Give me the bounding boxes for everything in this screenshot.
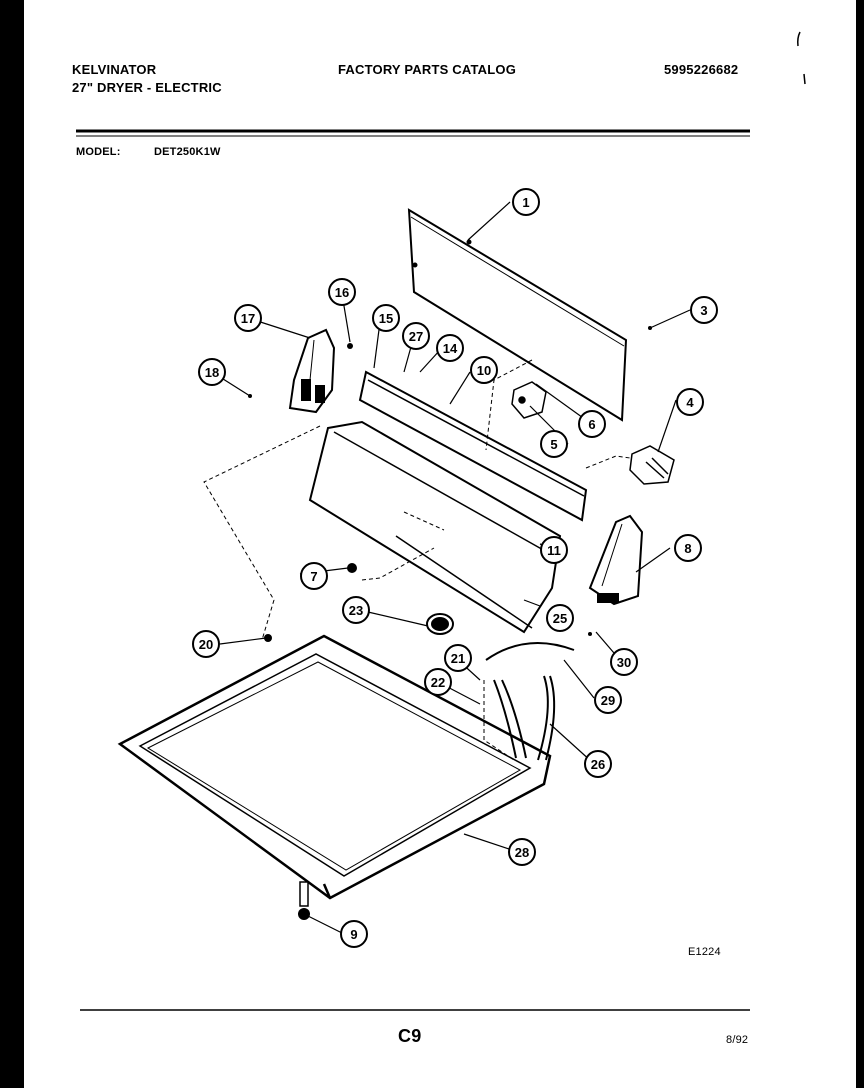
model-label: MODEL:	[76, 146, 121, 158]
control-console	[308, 420, 562, 634]
page-code: C9	[398, 1026, 422, 1046]
control-knob	[426, 613, 454, 635]
product-name: 27" DRYER - ELECTRIC	[72, 80, 222, 95]
terminal-block	[629, 445, 675, 485]
callout-15: 15	[379, 311, 393, 326]
hardware-fasteners	[248, 326, 652, 920]
callout-30: 30	[617, 655, 631, 670]
callout-16: 16	[335, 285, 349, 300]
date-code: 8/92	[726, 1034, 749, 1046]
model-value: DET250K1W	[154, 146, 221, 158]
top-panel	[117, 634, 552, 900]
callout-18: 18	[205, 365, 219, 380]
callout-25: 25	[553, 611, 567, 626]
callout-23: 23	[349, 603, 363, 618]
timer-switch	[511, 381, 547, 419]
callout-4: 4	[686, 395, 694, 410]
callout-14: 14	[443, 341, 458, 356]
brand-name: KELVINATOR	[72, 62, 157, 77]
exploded-parts-diagram: 1 3 4 5 6 7 8 9 10 11 14 15 16 17 18 20 …	[76, 31, 806, 1011]
control-panel-strip	[358, 370, 588, 522]
wire-harness	[485, 641, 575, 761]
callout-26: 26	[591, 757, 605, 772]
callout-11: 11	[547, 543, 561, 558]
corner-mark	[797, 31, 806, 85]
parts-catalog-page: KELVINATOR 27" DRYER - ELECTRIC FACTORY …	[24, 0, 856, 1088]
left-end-bracket	[288, 328, 336, 414]
callout-9: 9	[350, 927, 357, 942]
callout-3: 3	[700, 303, 707, 318]
callout-29: 29	[601, 693, 615, 708]
callout-17: 17	[241, 311, 255, 326]
callout-circles	[192, 188, 718, 948]
right-end-cap	[588, 514, 644, 606]
callout-27: 27	[409, 329, 423, 344]
callout-20: 20	[199, 637, 213, 652]
callout-21: 21	[451, 651, 465, 666]
callout-7: 7	[310, 569, 317, 584]
callout-8: 8	[684, 541, 691, 556]
callout-5: 5	[550, 437, 557, 452]
catalog-number: 5995226682	[664, 62, 739, 77]
back-panel	[407, 208, 628, 422]
callout-1: 1	[522, 195, 529, 210]
figure-code: E1224	[688, 946, 721, 958]
assembly-lines	[203, 359, 631, 761]
callout-28: 28	[515, 845, 529, 860]
catalog-title: FACTORY PARTS CATALOG	[338, 62, 517, 77]
callout-10: 10	[477, 363, 491, 378]
callout-22: 22	[431, 675, 445, 690]
callout-6: 6	[588, 417, 595, 432]
